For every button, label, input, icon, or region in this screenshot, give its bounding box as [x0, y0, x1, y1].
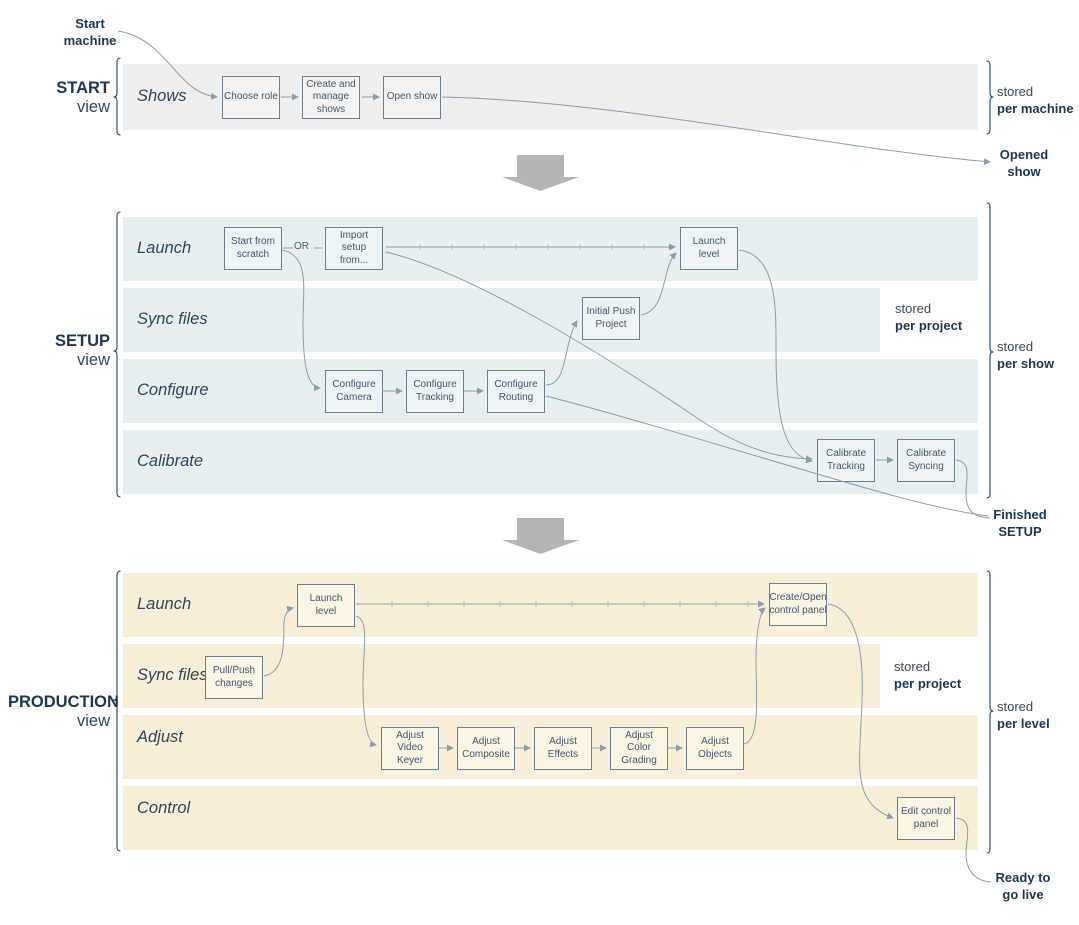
row-label-production-adjust: Adjust [137, 728, 183, 746]
row-label-setup-sync-files: Sync files [137, 310, 208, 328]
setup-stored-per-show-label: stored per show [997, 339, 1055, 371]
start-machine-label: Start machine [63, 16, 117, 48]
node-calibrate-syncing: Calibrate Syncing [897, 439, 955, 482]
connector-import-setup-to-calibrate-tracking [385, 251, 813, 463]
setup-stored-per-project-label: stored per project [895, 301, 963, 333]
brace-setup-right [986, 202, 994, 499]
production-stored-per-project-label: stored per project [894, 659, 962, 691]
setup-view-label: SETUP view [20, 332, 110, 370]
node-create-open-control-panel: Create/Open control panel [769, 583, 827, 626]
node-create-and-manage-shows: Create and manage shows [302, 76, 360, 119]
row-label-production-launch: Launch [137, 595, 192, 613]
production-view-label: PRODUCTION view [8, 693, 119, 731]
row-label-production-sync-files: Sync files [137, 666, 208, 684]
node-import-setup-from: Import setup from... [325, 227, 383, 270]
node-adjust-effects: Adjust Effects [534, 727, 592, 770]
setup-configure-band [123, 359, 978, 423]
row-label-setup-configure: Configure [137, 381, 209, 399]
setup-sync-files-band [123, 288, 880, 352]
down-arrow-start-to-setup [502, 155, 579, 191]
production-view-title: PRODUCTION [8, 693, 119, 711]
node-open-show: Open show [383, 76, 441, 119]
brace-start-right [986, 60, 994, 135]
row-label-production-control: Control [137, 799, 191, 817]
setup-view-title: SETUP [54, 332, 110, 350]
node-configure-routing: Configure Routing [487, 370, 545, 413]
node-setup-launch-level: Launch level [680, 227, 738, 270]
node-pull-push-changes: Pull/Push changes [205, 656, 263, 699]
start-view-label: START view [20, 79, 110, 117]
start-view-subtitle: view [76, 98, 110, 116]
production-control-band [123, 786, 978, 850]
ready-to-go-live-label: Ready to go live [995, 870, 1051, 902]
node-edit-control-panel: Edit control panel [897, 797, 955, 840]
node-configure-tracking: Configure Tracking [406, 370, 464, 413]
node-adjust-video-keyer: Adjust Video Keyer [381, 727, 439, 770]
stored-per-machine-label: stored per machine [997, 84, 1074, 116]
or-label: OR [294, 241, 309, 252]
brace-production-right [986, 570, 994, 854]
row-label-setup-launch: Launch [137, 239, 192, 257]
node-initial-push-project: Initial Push Project [582, 297, 640, 340]
row-label-setup-calibrate: Calibrate [137, 452, 204, 470]
node-adjust-composite: Adjust Composite [457, 727, 515, 770]
node-production-launch-level: Launch level [297, 584, 355, 627]
finished-setup-label: Finished SETUP [993, 507, 1047, 539]
node-start-from-scratch: Start from scratch [224, 227, 282, 270]
brace-setup-left [113, 211, 121, 498]
production-launch-band [123, 573, 978, 637]
brace-production-left [113, 570, 121, 852]
opened-show-label: Opened show [999, 147, 1049, 179]
down-arrow-setup-to-production [502, 518, 579, 554]
row-label-shows: Shows [137, 87, 187, 105]
brace-start-left [113, 57, 121, 136]
node-adjust-color-grading: Adjust Color Grading [610, 727, 668, 770]
setup-view-subtitle: view [76, 351, 110, 369]
start-view-title: START [56, 79, 110, 97]
node-adjust-objects: Adjust Objects [686, 727, 744, 770]
production-stored-per-level-label: stored per level [997, 699, 1050, 731]
node-choose-role: Choose role [222, 76, 280, 119]
node-configure-camera: Configure Camera [325, 370, 383, 413]
node-calibrate-tracking: Calibrate Tracking [817, 439, 875, 482]
production-view-subtitle: view [76, 712, 110, 730]
